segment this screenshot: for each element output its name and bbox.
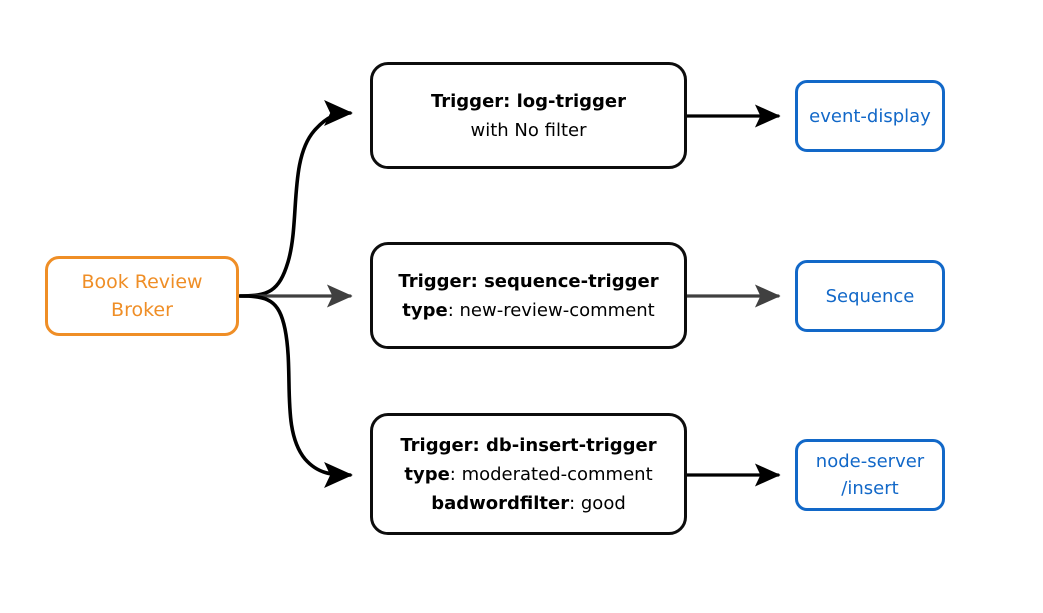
trigger-log-trigger-line-2: with No filter xyxy=(471,116,587,145)
node-trigger-sequence-trigger[interactable]: Trigger: sequence-trigger type: new-revi… xyxy=(370,242,687,349)
trigger-sequence-trigger-line-2: type: new-review-comment xyxy=(402,296,654,325)
trigger-sequence-trigger-line-2-bold: type xyxy=(402,299,448,321)
node-trigger-db-insert-trigger[interactable]: Trigger: db-insert-trigger type: moderat… xyxy=(370,413,687,535)
trigger-log-trigger-line-1: Trigger: log-trigger xyxy=(431,87,626,116)
trigger-log-trigger-line-1-bold: Trigger: log-trigger xyxy=(430,90,627,112)
trigger-sequence-trigger-line-1-bold: Trigger: sequence-trigger xyxy=(398,270,659,292)
target-sequence-line-1: Sequence xyxy=(825,285,915,307)
edge-broker-to-db-insert-trigger xyxy=(238,294,353,488)
trigger-db-insert-trigger-line-2: type: moderated-comment xyxy=(404,460,652,489)
trigger-sequence-trigger-line-1: Trigger: sequence-trigger xyxy=(398,267,658,296)
broker-label-line-1: Book Review xyxy=(81,271,203,293)
node-target-sequence[interactable]: Sequence xyxy=(795,260,945,332)
trigger-db-insert-trigger-line-2-rest: : moderated-comment xyxy=(449,463,653,485)
node-target-event-display[interactable]: event-display xyxy=(795,80,945,152)
trigger-db-insert-trigger-line-1: Trigger: db-insert-trigger xyxy=(400,431,656,460)
node-trigger-log-trigger[interactable]: Trigger: log-trigger with No filter xyxy=(370,62,687,169)
node-target-node-server-insert[interactable]: node-server /insert xyxy=(795,439,945,511)
trigger-db-insert-trigger-line-2-bold: type xyxy=(404,463,450,485)
target-node-server-line-1: node-server xyxy=(815,451,925,472)
trigger-db-insert-trigger-line-3-bold: badwordfilter xyxy=(431,492,570,514)
broker-label-line-2: Broker xyxy=(111,299,173,321)
target-event-display-line-1: event-display xyxy=(809,105,931,127)
trigger-db-insert-trigger-line-3: badwordfilter: good xyxy=(431,489,626,518)
trigger-db-insert-trigger-line-1-bold: Trigger: db-insert-trigger xyxy=(400,434,657,456)
edge-broker-to-log-trigger xyxy=(238,100,353,298)
target-node-server-line-2: /insert xyxy=(841,478,899,499)
trigger-sequence-trigger-line-2-rest: : new-review-comment xyxy=(447,299,655,321)
trigger-db-insert-trigger-line-3-rest: : good xyxy=(569,492,626,514)
node-book-review-broker[interactable]: Book Review Broker xyxy=(45,256,239,336)
trigger-log-trigger-line-2-rest: with No filter xyxy=(470,119,587,141)
